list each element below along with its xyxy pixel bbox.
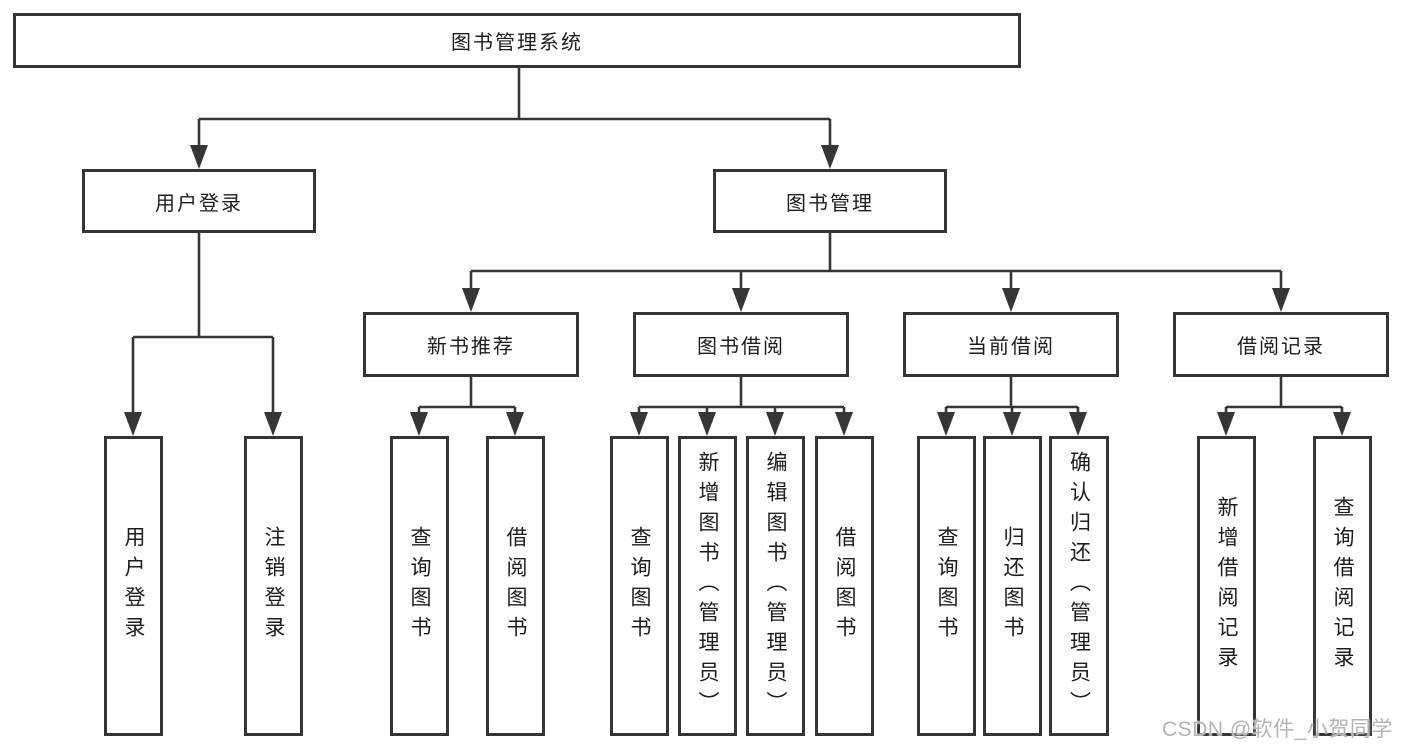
leaf-newbook-borrow: 借阅图书 [486, 436, 545, 736]
node-root-system: 图书管理系统 [13, 13, 1021, 68]
node-new-book-recommend: 新书推荐 [363, 312, 579, 377]
connector-current-children [937, 377, 1087, 436]
leaf-logout: 注销登录 [244, 436, 303, 736]
leaf-newbook-query: 查询图书 [390, 436, 449, 736]
connector-record-children [1217, 377, 1351, 436]
leaf-borrow-add-admin: 新增图书（管理员） [678, 436, 737, 736]
leaf-current-confirm-admin: 确认归还（管理员） [1049, 436, 1109, 736]
leaf-borrow-edit-admin: 编辑图书（管理员） [746, 436, 805, 736]
leaf-borrow-book: 借阅图书 [815, 436, 874, 736]
node-current-borrow: 当前借阅 [903, 312, 1119, 377]
connector-book-mgmt-children [462, 233, 1290, 312]
node-user-login: 用户登录 [82, 169, 316, 233]
connector-new-book-children [410, 377, 524, 436]
connector-root-to-level2 [190, 68, 839, 169]
connector-borrow-children [630, 377, 853, 436]
leaf-user-login: 用户登录 [104, 436, 163, 736]
leaf-current-return: 归还图书 [983, 436, 1042, 736]
node-book-management: 图书管理 [713, 169, 947, 233]
connector-user-login-children [124, 233, 282, 436]
leaf-borrow-query: 查询图书 [610, 436, 669, 736]
leaf-record-query: 查询借阅记录 [1313, 436, 1372, 736]
leaf-record-add: 新增借阅记录 [1197, 436, 1256, 736]
leaf-current-query: 查询图书 [917, 436, 976, 736]
node-borrow-record: 借阅记录 [1173, 312, 1389, 377]
csdn-watermark: CSDN @软件_小贺同学 [1162, 718, 1393, 741]
node-book-borrow: 图书借阅 [633, 312, 849, 377]
